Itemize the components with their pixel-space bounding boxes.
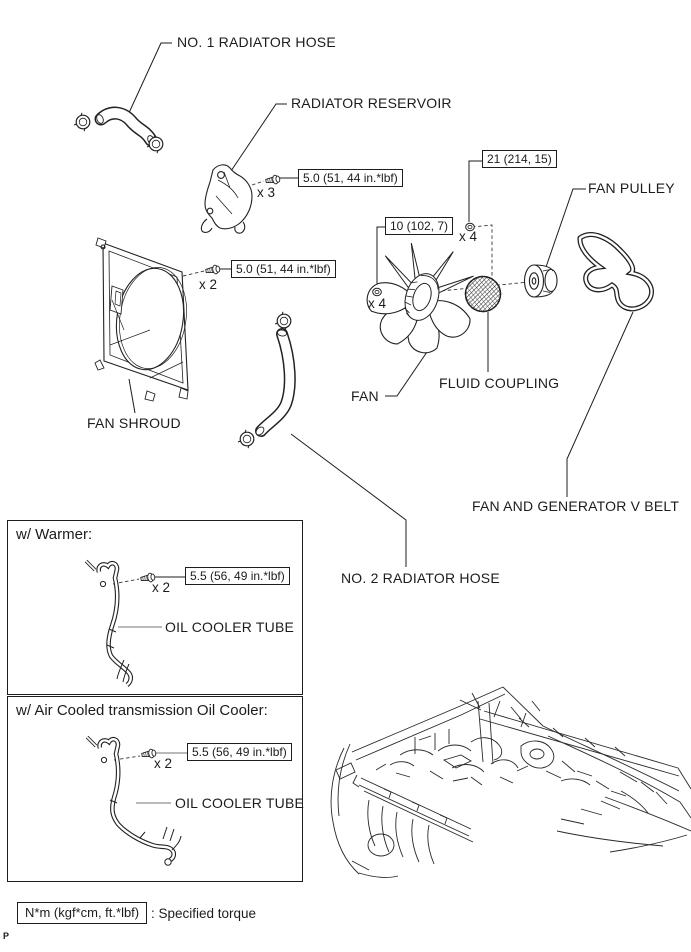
- hose-clamp-icon: [237, 429, 255, 449]
- torque-spec-coupling: 21 (214, 15): [482, 150, 557, 168]
- leader-lines: [127, 42, 634, 578]
- leader-lines-gray: [118, 626, 187, 804]
- qty-shroud-bolts: x 2: [199, 277, 218, 292]
- part-label-fan-pulley: FAN PULLEY: [588, 180, 675, 196]
- page-marker: P: [3, 931, 10, 941]
- radiator-reservoir-part: [200, 164, 253, 234]
- qty-oil-cooler-aircooled-bolts: x 2: [154, 756, 173, 771]
- part-label-fluid-coupling: FLUID COUPLING: [439, 375, 560, 391]
- no2-radiator-hose-part: [237, 311, 296, 449]
- option-box-warmer-title: w/ Warmer:: [16, 526, 93, 543]
- legend-torque-unit-box: N*m (kgf*cm, ft.*lbf): [17, 902, 148, 924]
- part-label-oil-cooler-tube-aircooled: OIL COOLER TUBE: [175, 795, 305, 811]
- torque-spec-oil-cooler-warmer: 5.5 (56, 49 in.*lbf): [185, 567, 290, 585]
- torque-spec-fan: 10 (102, 7): [385, 217, 454, 235]
- part-label-fan-shroud: FAN SHROUD: [87, 415, 181, 431]
- option-box-air-cooled-title: w/ Air Cooled transmission Oil Cooler:: [16, 702, 268, 719]
- bolt-icon: [204, 264, 221, 276]
- legend-description: : Specified torque: [151, 906, 257, 921]
- part-label-oil-cooler-tube-warmer: OIL COOLER TUBE: [165, 619, 295, 635]
- oil-cooler-tube-aircooled-part: [85, 735, 182, 866]
- part-label-radiator-reservoir: RADIATOR RESERVOIR: [291, 95, 452, 111]
- v-belt-part: [577, 232, 655, 312]
- fan-pulley-part: [523, 264, 558, 298]
- torque-spec-oil-cooler-aircooled: 5.5 (56, 49 in.*lbf): [187, 743, 292, 761]
- fan-shroud-part: [94, 237, 189, 402]
- fan-part: [366, 241, 476, 354]
- qty-reservoir-bolts: x 3: [257, 185, 276, 200]
- part-label-no2-radiator-hose: NO. 2 RADIATOR HOSE: [341, 570, 500, 586]
- torque-spec-shroud: 5.0 (51, 44 in.*lbf): [231, 260, 336, 278]
- part-label-no1-radiator-hose: NO. 1 RADIATOR HOSE: [177, 34, 336, 50]
- engine-bay-sketch: [330, 686, 691, 878]
- hose-clamp-icon: [73, 112, 91, 132]
- qty-fan-nuts: x 4: [368, 296, 387, 311]
- hose-clamp-icon: [274, 311, 292, 331]
- oil-cooler-tube-warmer-part: [84, 559, 134, 687]
- option-box-air-cooled: w/ Air Cooled transmission Oil Cooler:: [7, 696, 303, 882]
- bolt-icon: [264, 174, 281, 186]
- part-label-fan: FAN: [351, 388, 379, 404]
- option-box-warmer: w/ Warmer:: [7, 520, 303, 695]
- part-label-fan-and-generator-v-belt: FAN AND GENERATOR V BELT: [472, 498, 680, 514]
- no1-radiator-hose-part: [73, 106, 164, 154]
- fluid-coupling-part: [464, 275, 502, 313]
- qty-oil-cooler-warmer-bolts: x 2: [152, 580, 171, 595]
- nut-icon: [372, 287, 382, 297]
- torque-spec-reservoir: 5.0 (51, 44 in.*lbf): [298, 169, 403, 187]
- qty-coupling-nuts: x 4: [459, 229, 478, 244]
